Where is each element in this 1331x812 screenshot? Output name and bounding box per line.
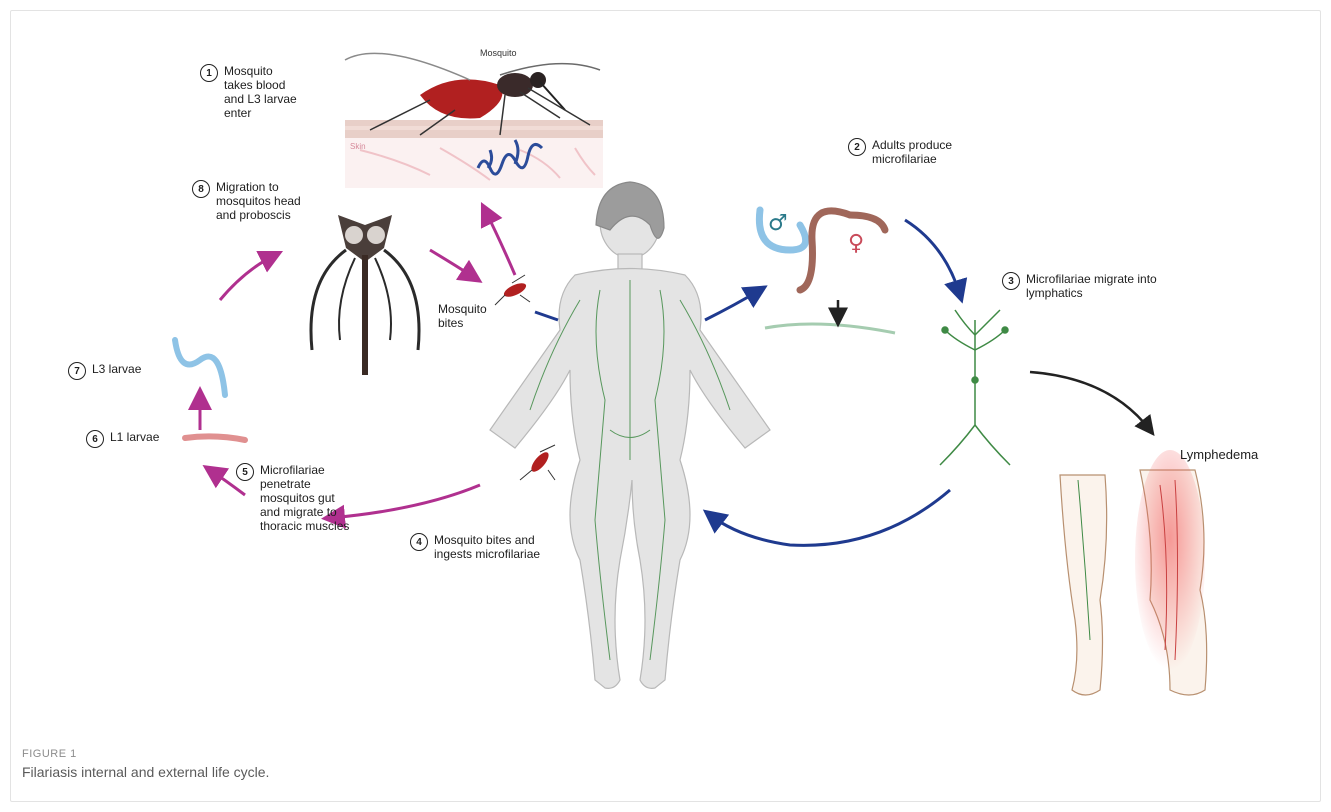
step-8-text: Migration to mosquitos head and probosci…	[216, 180, 301, 222]
l3-larva	[175, 340, 225, 395]
lymphedema-legs	[1060, 450, 1207, 695]
step-7-number: 7	[68, 362, 86, 380]
step-7-text: L3 larvae	[92, 362, 141, 376]
female-symbol: ♀	[848, 231, 864, 256]
step-1: 1 Mosquito takes blood and L3 larvae ent…	[200, 64, 297, 120]
step-1-text: Mosquito takes blood and L3 larvae enter	[224, 64, 297, 120]
mosquito-label: Mosquito	[480, 46, 517, 60]
step-1-number: 1	[200, 64, 218, 82]
progression-arrows	[838, 300, 1150, 430]
skin-panel	[345, 120, 603, 188]
step-6: 6 L1 larvae	[86, 430, 159, 448]
lymphatics-illustration	[940, 310, 1010, 465]
mosquito-bites-label: Mosquito bites	[438, 302, 487, 330]
mosquito-small-top	[495, 275, 530, 305]
step-2-number: 2	[848, 138, 866, 156]
l1-larva	[185, 436, 245, 440]
step-4-number: 4	[410, 533, 428, 551]
step-3-number: 3	[1002, 272, 1020, 290]
skin-label: Skin	[350, 140, 366, 154]
step-6-text: L1 larvae	[110, 430, 159, 444]
human-figure	[490, 182, 770, 688]
step-4: 4 Mosquito bites and ingests microfilari…	[410, 533, 540, 561]
figure-caption: Filariasis internal and external life cy…	[22, 764, 269, 780]
step-3-text: Microfilariae migrate into lymphatics	[1026, 272, 1157, 300]
mosquito-small-bottom	[520, 445, 555, 480]
step-5-text: Microfilariae penetrate mosquitos gut an…	[260, 463, 349, 533]
microfilaria	[765, 324, 895, 333]
step-7: 7 L3 larvae	[68, 362, 141, 380]
step-8: 8 Migration to mosquitos head and probos…	[192, 180, 301, 222]
lymphedema-label: Lymphedema	[1180, 448, 1258, 462]
mosquito-head-proboscis	[311, 215, 419, 375]
step-3: 3 Microfilariae migrate into lymphatics	[1002, 272, 1157, 300]
step-5: 5 Microfilariae penetrate mosquitos gut …	[236, 463, 349, 533]
step-4-text: Mosquito bites and ingests microfilariae	[434, 533, 540, 561]
male-symbol: ♂	[768, 211, 788, 236]
step-2-text: Adults produce microfilariae	[872, 138, 952, 166]
step-2: 2 Adults produce microfilariae	[848, 138, 952, 166]
step-8-number: 8	[192, 180, 210, 198]
step-6-number: 6	[86, 430, 104, 448]
figure-label: FIGURE 1	[22, 748, 77, 760]
step-5-number: 5	[236, 463, 254, 481]
